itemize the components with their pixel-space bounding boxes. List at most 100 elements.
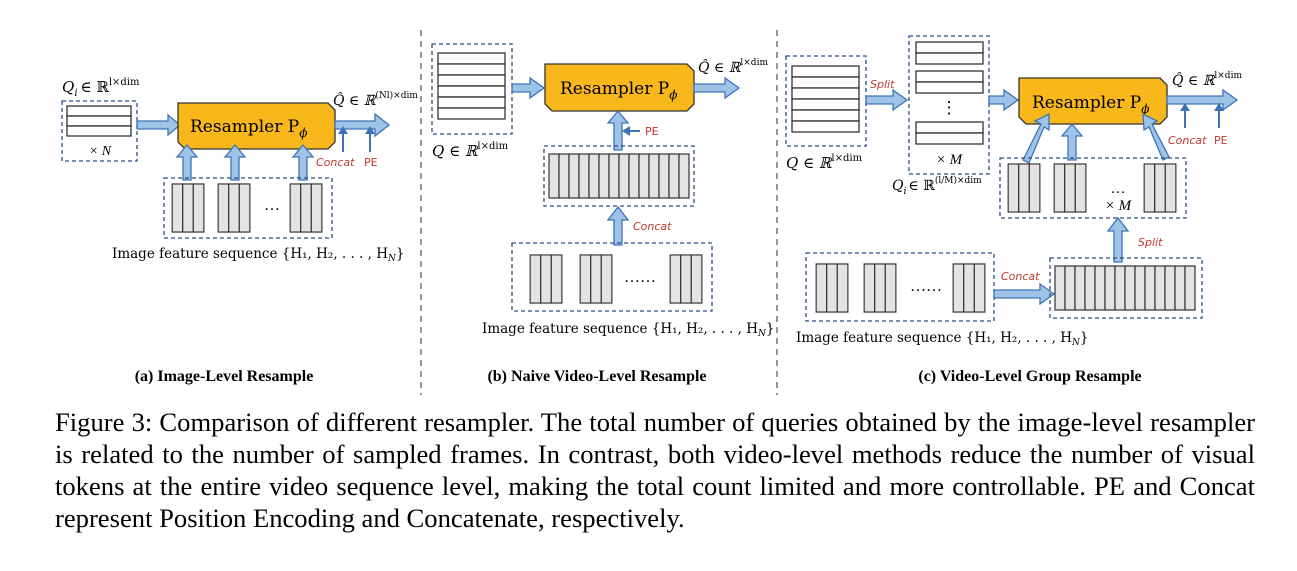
- sub-query-sup: (l/M)×dim: [935, 175, 982, 186]
- feature-column: [1144, 265, 1156, 311]
- image-feature-block: [815, 263, 849, 313]
- feature-sequence-close: }: [766, 321, 775, 337]
- feature-column: [608, 153, 620, 199]
- query-group-box: [431, 43, 513, 135]
- split-label-top: Split: [870, 78, 895, 91]
- svg-text:Image feature sequence {H₁, H₂: Image feature sequence {H₁, H₂, . . . , …: [796, 330, 1088, 348]
- feature-sequence-label: Image feature sequence {H₁, H₂, . . . , …: [112, 246, 388, 262]
- resampler-sub: ϕ: [299, 126, 307, 140]
- feature-column: [578, 153, 590, 199]
- output-label: Q̂ ∈ ℝ: [1172, 71, 1216, 89]
- pe-label: PE: [645, 125, 659, 138]
- query-group-box: [61, 100, 138, 162]
- feature-column: [1124, 265, 1136, 311]
- feature-column: [618, 153, 630, 199]
- features-to-concat-arrow: [606, 205, 630, 246]
- figure-caption: Figure 3: Comparison of different resamp…: [55, 407, 1255, 533]
- feature-column: [1064, 265, 1076, 311]
- image-feature-block: [1007, 163, 1041, 213]
- svg-text:Qi∈ ℝ(l/M)×dim: Qi∈ ℝ(l/M)×dim: [892, 175, 982, 197]
- feature-column: [648, 153, 660, 199]
- panel-video-level-group: Q ∈ ℝl×dim Split ⋮ × M Qi∈ ℝ(l/M)×dim Re…: [785, 35, 1242, 385]
- feature-sequence-close: }: [1080, 330, 1089, 346]
- concatenated-sequence-box: [1049, 257, 1203, 319]
- concat-label-top: Concat: [1168, 134, 1207, 147]
- split-up-arrow: [1106, 216, 1130, 263]
- sub-query-stack: [915, 41, 984, 145]
- image-feature-block: [1053, 163, 1087, 213]
- svg-text:Q ∈ ℝl×dim: Q ∈ ℝl×dim: [786, 153, 863, 172]
- feature-sequence-box: [163, 177, 333, 239]
- feature-column: [1154, 265, 1166, 311]
- image-feature-block: [579, 254, 613, 304]
- feature-column: [678, 153, 690, 199]
- query-space: ∈ ℝ: [81, 78, 110, 96]
- resampler-comparison-diagram: Qi∈ ℝl×dim × N Resampler Pϕ Q̂ ∈ ℝ(Nl)×d…: [61, 30, 1242, 395]
- query-sup: l×dim: [109, 77, 140, 88]
- query-stack: [791, 65, 860, 133]
- vertical-dots: ⋮: [941, 98, 958, 117]
- image-feature-block: [952, 263, 986, 313]
- svg-text:Q̂ ∈ ℝ(Nl)×dim: Q̂ ∈ ℝ(Nl)×dim: [333, 90, 418, 109]
- panel-image-level: Qi∈ ℝl×dim × N Resampler Pϕ Q̂ ∈ ℝ(Nl)×d…: [61, 77, 418, 385]
- feature-dots: ……: [910, 278, 942, 295]
- repeat-label: × M: [936, 152, 964, 168]
- panel-title-b: (b) Naive Video-Level Resample: [487, 368, 706, 385]
- sub-query-sub: i: [903, 187, 906, 197]
- image-feature-block: [669, 254, 703, 304]
- image-feature-block: [529, 254, 563, 304]
- feature-column: [668, 153, 680, 199]
- sub-query-label: Q: [892, 178, 904, 194]
- output-sup: l×dim: [1214, 71, 1242, 81]
- group-dots: …: [1111, 181, 1126, 197]
- pe-label: PE: [364, 156, 378, 169]
- feature-sequence-close: }: [396, 246, 405, 262]
- resampler-sub: ϕ: [669, 88, 677, 102]
- resampler-output-arrow: [1166, 88, 1239, 112]
- panel-title-c: (c) Video-Level Group Resample: [918, 368, 1141, 385]
- image-feature-block: [217, 183, 251, 233]
- output-sup: (Nl)×dim: [375, 90, 418, 101]
- svg-text:Qi∈ ℝl×dim: Qi∈ ℝl×dim: [62, 77, 140, 99]
- query-stack: [437, 52, 506, 120]
- resampler-label: Resampler P: [1032, 93, 1141, 113]
- feature-sequence-sub: N: [1071, 338, 1081, 348]
- resampler-label: Resampler P: [560, 79, 669, 99]
- svg-text:Image feature sequence {H₁, H₂: Image feature sequence {H₁, H₂, . . . , …: [482, 321, 774, 339]
- feature-column: [1054, 265, 1066, 311]
- feature-column: [1094, 265, 1106, 311]
- feature-sequence-sub: N: [387, 254, 397, 264]
- image-feature-block: [289, 183, 323, 233]
- group-up-arrows: [1022, 112, 1170, 164]
- query-sup: l×dim: [477, 141, 508, 152]
- feature-column: [1074, 265, 1086, 311]
- svg-text:Q̂ ∈ ℝl×dim: Q̂ ∈ ℝl×dim: [698, 58, 768, 76]
- feature-sequence-label: Image feature sequence {H₁, H₂, . . . , …: [796, 330, 1072, 346]
- panel-title-a: (a) Image-Level Resample: [135, 368, 314, 385]
- group-repeat-label: × M: [1105, 198, 1133, 214]
- concat-label: Concat: [633, 220, 672, 233]
- feature-column: [1134, 265, 1146, 311]
- feature-sequence-sub: N: [757, 329, 767, 339]
- feature-sequence-box: [805, 252, 995, 322]
- concat-arrow: [993, 282, 1056, 306]
- concat-label-bottom: Concat: [1001, 270, 1040, 283]
- panel-naive-video-level: Q ∈ ℝl×dim Resampler Pϕ Q̂ ∈ ℝl×dim PE C…: [431, 43, 774, 385]
- query-label: Q ∈ ℝ: [432, 142, 479, 160]
- concatenated-feature-strip: [548, 153, 690, 199]
- resampler-block: [177, 102, 336, 150]
- sub-query-box: [908, 35, 990, 175]
- feature-sequence-label: Image feature sequence {H₁, H₂, . . . , …: [482, 321, 758, 337]
- query-stack: [66, 105, 132, 137]
- repeat-label: × N: [89, 144, 112, 159]
- svg-text:Resampler Pϕ: Resampler Pϕ: [1032, 93, 1149, 116]
- feature-sequence-box: [511, 242, 713, 312]
- output-label: Q̂ ∈ ℝ: [698, 58, 742, 76]
- query-label: Q ∈ ℝ: [786, 154, 833, 172]
- queries-to-resampler-arrow: [988, 88, 1020, 112]
- feature-column: [548, 153, 560, 199]
- svg-text:Resampler Pϕ: Resampler Pϕ: [190, 117, 307, 140]
- resampler-block: [544, 63, 695, 112]
- feature-column: [1104, 265, 1116, 311]
- feature-dots: ……: [624, 269, 656, 286]
